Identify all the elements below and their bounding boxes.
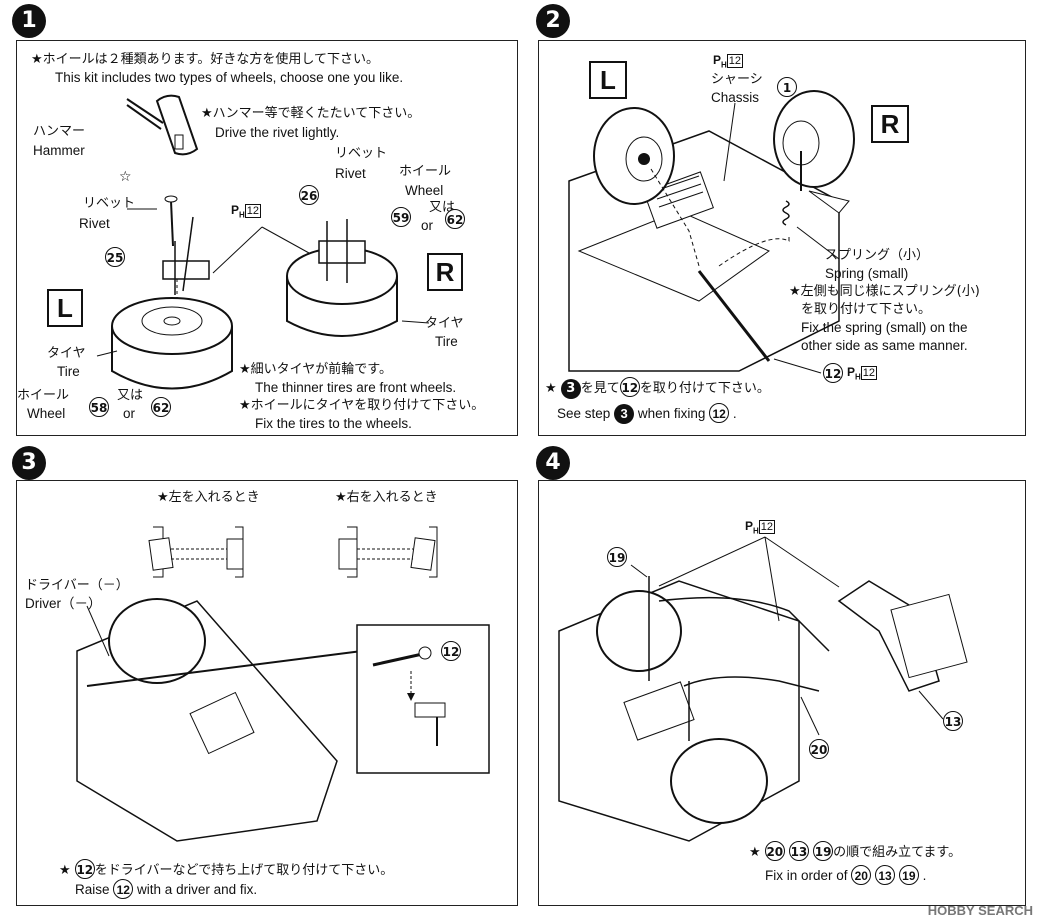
step-2-badge: 2 [536,4,570,38]
rivet-label-jp: リベット [83,196,136,211]
tire-left-label-jp: タイヤ [47,346,86,361]
wheel-right-label-jp: ホイール [399,164,452,179]
step-1-badge: 1 [12,4,46,38]
assembly-order-en: Fix in order of 20 13 19 . [765,865,926,885]
right-side-marker: R [427,253,463,291]
other-side-note-jp2: を取り付けて下さい。 [801,302,932,317]
driver-label-jp: ドライバー（－） [25,578,129,593]
step-3-badge: 3 [12,446,46,480]
spring-label-en: Spring (small) [825,266,909,281]
step-1-panel: ☆ ★ホイールは２種類あります。好きな方を使用して下さい。 This kit i… [16,40,518,436]
tire-right-label-en: Tire [435,334,458,349]
fix-tires-note-en: Fix the tires to the wheels. [255,416,412,431]
or-right-en: or [421,218,434,233]
fix-tires-note-jp: ★ホイールにタイヤを取り付けて下さい。 [239,398,485,413]
tire-left-label-en: Tire [57,364,80,379]
step-2-illustration [568,90,855,374]
hammer-label-jp: ハンマー [33,124,86,139]
other-side-note-en2: other side as same manner. [801,338,968,353]
driver-label-en: Driver（－） [25,596,102,611]
part-12: 12 [823,363,843,383]
wheel-types-note-jp: ★ホイールは２種類あります。好きな方を使用して下さい。 [31,52,379,67]
part-13: 13 [943,711,963,731]
spring-label-jp: スプリング（小） [825,248,930,263]
step-4-badge: 4 [536,446,570,480]
part-62-left: 62 [151,397,171,417]
rivet-right-label-en: Rivet [335,166,366,181]
part-26: 26 [299,185,319,205]
chassis-label-en: Chassis [711,90,760,105]
part-62-right: 62 [445,209,465,229]
part-59: 59 [391,207,411,227]
rivet-label-en: Rivet [79,216,110,231]
right-side-marker: R [871,105,909,143]
svg-text:☆: ☆ [119,169,132,185]
part-20: 20 [809,739,829,759]
step-1-illustration: ☆ [96,94,430,390]
step-4-illustration [558,536,968,842]
wheel-types-note-en: This kit includes two types of wheels, c… [55,70,404,85]
front-wheel-note-jp: ★細いタイヤが前輪です。 [239,362,392,377]
right-insert-label: ★右を入れるとき [335,490,438,505]
part-58: 58 [89,397,109,417]
part-25: 25 [105,247,125,267]
raise-note-en: Raise 12 with a driver and fix. [75,879,257,899]
tire-right-label-jp: タイヤ [425,316,464,331]
wheel-left-label-jp: ホイール [17,388,70,403]
front-wheel-note-en: The thinner tires are front wheels. [255,380,457,395]
step-3-illustration [76,526,490,842]
rivet-right-label-jp: リベット [335,146,388,161]
part-1: 1 [777,77,797,97]
chassis-label-jp: シャーシ [711,72,763,87]
watermark-logo: HOBBY SEARCH [927,903,1033,918]
drive-rivet-note-jp: ★ハンマー等で軽くたたいて下さい。 [201,106,421,121]
other-side-note-jp1: ★左側も同じ様にスプリング(小) [789,284,980,299]
or-left-jp: 又は [117,388,144,403]
other-side-note-en1: Fix the spring (small) on the [801,320,968,335]
hammer-label-en: Hammer [33,143,85,158]
part-12-inset: 12 [441,641,461,661]
wheel-right-label-en: Wheel [405,183,444,198]
see-step-note-en: See step 3 when fixing 12 . [557,403,737,424]
drive-rivet-note-en: Drive the rivet lightly. [215,125,340,140]
left-side-marker: L [589,61,627,99]
left-insert-label: ★左を入れるとき [157,490,260,505]
left-side-marker: L [47,289,83,327]
step-3-panel: ★左を入れるとき ★右を入れるとき ドライバー（－） Driver（－） 12 … [16,480,518,906]
part-19: 19 [607,547,627,567]
wheel-left-label-en: Wheel [27,406,66,421]
or-left-en: or [123,406,136,421]
